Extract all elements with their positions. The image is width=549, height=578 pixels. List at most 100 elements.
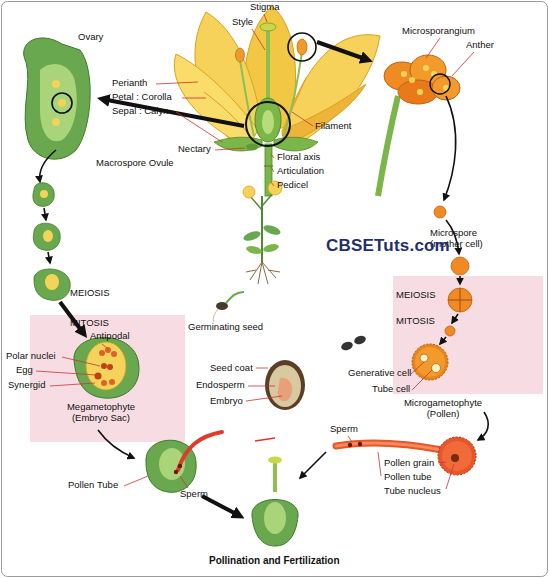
anther-enlarged (378, 96, 398, 196)
stage-label: MEIOSIS (70, 288, 110, 299)
plant (250, 196, 262, 210)
pistil (300, 452, 326, 478)
part-label: Microsporangium (402, 26, 475, 37)
watermark: CBSETuts.com (326, 236, 450, 256)
part-label: Germinating seed (188, 322, 263, 333)
part-label: Seed coat (210, 363, 253, 374)
flower (204, 92, 250, 136)
pollen-grain (336, 443, 442, 450)
embryo-sac (74, 337, 139, 398)
pollen-grain (336, 443, 442, 450)
microspore-chain (452, 314, 458, 323)
part-label: Tube nucleus (384, 486, 441, 497)
flow-arrow (102, 99, 244, 126)
ovule-chain (33, 150, 84, 334)
embryo-sac (74, 337, 139, 398)
part-label: Style (232, 17, 253, 28)
flower (266, 30, 270, 100)
ovule-chain (40, 190, 48, 198)
flower (264, 165, 273, 166)
flower (236, 48, 245, 62)
part-label: Macrospore Ovule (96, 158, 174, 169)
leader-line (446, 464, 454, 489)
part-label: Embryo (210, 396, 243, 407)
ovule-fertilization (98, 430, 240, 516)
anther-enlarged (430, 74, 450, 94)
ovary-enlarged (52, 80, 60, 88)
microspore-chain (445, 326, 455, 336)
leader-line (215, 148, 245, 150)
seed (353, 334, 367, 346)
plant (242, 229, 262, 243)
ovule-chain (45, 274, 59, 290)
flower (297, 39, 307, 55)
flower (262, 110, 274, 134)
leader-line (124, 476, 148, 486)
stage-label: MEIOSIS (396, 290, 436, 301)
germinating-seed (213, 292, 244, 322)
part-label: Antipodal (90, 331, 130, 342)
pollen-grain (451, 454, 459, 462)
leader-line (426, 38, 440, 58)
plant (262, 243, 279, 254)
leader-line (292, 112, 313, 126)
flower (288, 33, 316, 61)
ovary-enlarged (24, 38, 91, 159)
embryo-sac (111, 351, 117, 357)
pistil (268, 457, 282, 464)
germinating-seed (216, 302, 228, 310)
plant (262, 223, 282, 237)
pollen (420, 354, 428, 362)
ovule-chain (44, 208, 46, 220)
red-mark (255, 438, 275, 441)
flower (284, 52, 302, 136)
flow-arrow (317, 42, 368, 60)
ovule-chain (33, 183, 54, 207)
part-label: Tube cell (372, 384, 410, 395)
pollen-grain (442, 441, 472, 471)
leader-line (271, 154, 274, 158)
part-label: Filament (315, 121, 351, 132)
leader-line (256, 368, 268, 369)
caption: Pollination and Fertilization (209, 555, 340, 567)
ovule-chain (40, 150, 56, 182)
seed (340, 340, 354, 352)
plant (242, 181, 282, 284)
flower (246, 144, 258, 151)
microspore-chain (451, 257, 469, 275)
flower (214, 137, 262, 151)
ovary-enlarged (52, 93, 72, 113)
part-label: Floral axis (277, 152, 320, 163)
microspore-chain (434, 96, 472, 344)
anther-enlarged (409, 77, 415, 83)
ovule-chain (48, 252, 50, 263)
ovule-chain (43, 230, 53, 242)
leader-line (378, 452, 381, 476)
leader-line (156, 82, 198, 84)
part-label: Endosperm (196, 380, 245, 391)
microspore-chain (448, 288, 472, 312)
microspore-chain (444, 96, 456, 200)
embryo-sac (107, 364, 113, 370)
leader-line (176, 112, 222, 142)
mitosis-band (30, 315, 185, 442)
leader-line (248, 386, 275, 387)
stage-label: MITOSIS (70, 318, 109, 329)
ovule-fertilization (98, 430, 134, 458)
ovule-chain (34, 269, 70, 300)
pollen-grain (348, 443, 352, 447)
part-label: Sepal : Calyx (112, 106, 168, 117)
leader-line (348, 436, 352, 442)
ovary-enlarged (58, 99, 66, 107)
part-label: Generative cell (348, 368, 411, 379)
leader-line (182, 98, 206, 99)
leader-line (438, 462, 446, 463)
germinating-seed (226, 292, 244, 303)
anther-enlarged (417, 89, 423, 95)
pistil (264, 502, 286, 534)
flower (246, 102, 290, 146)
leader-line (411, 362, 424, 374)
anther-enlarged (401, 71, 407, 77)
